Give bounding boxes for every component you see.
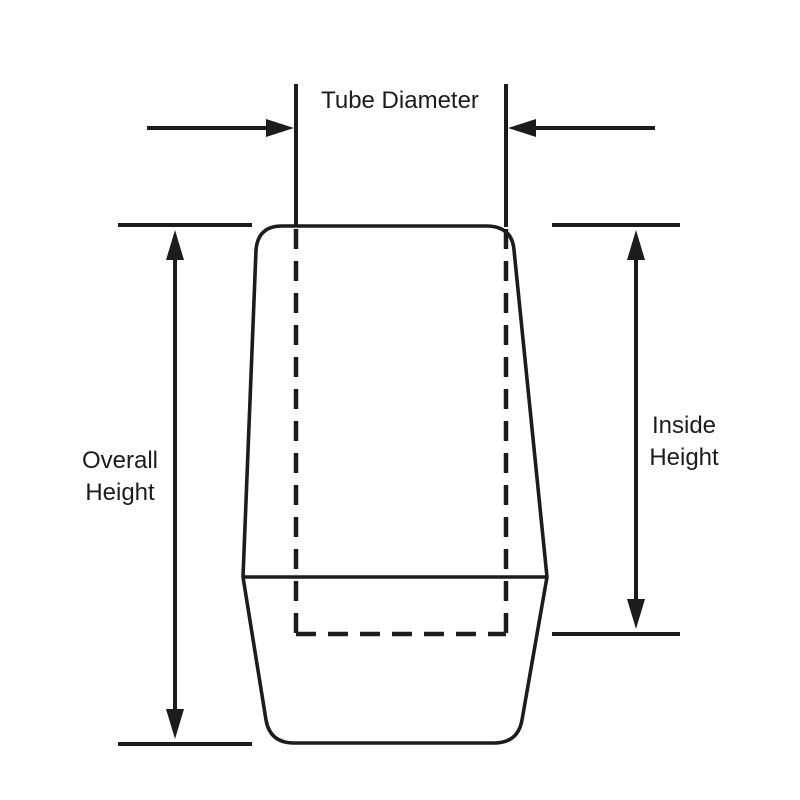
arrowhead-left-icon [508,119,536,137]
inside-height-dimension: Inside Height [552,223,719,636]
inside-height-label-line2: Height [649,444,719,471]
arrowhead-up-icon [627,230,645,260]
arrowhead-right-icon [266,119,294,137]
cap-body [241,224,549,745]
overall-height-label-line2: Height [85,479,155,506]
inside-height-label-line1: Inside [652,412,716,439]
cap-outer-outline [241,224,549,745]
overall-height-dimension: Overall Height [82,223,252,746]
overall-height-label-line1: Overall [82,447,158,474]
arrowhead-down-icon [627,599,645,629]
arrowhead-up-icon [166,230,184,260]
arrowhead-down-icon [166,709,184,739]
tube-diameter-label: Tube Diameter [321,87,479,114]
tube-diameter-dimension: Tube Diameter [147,84,655,227]
